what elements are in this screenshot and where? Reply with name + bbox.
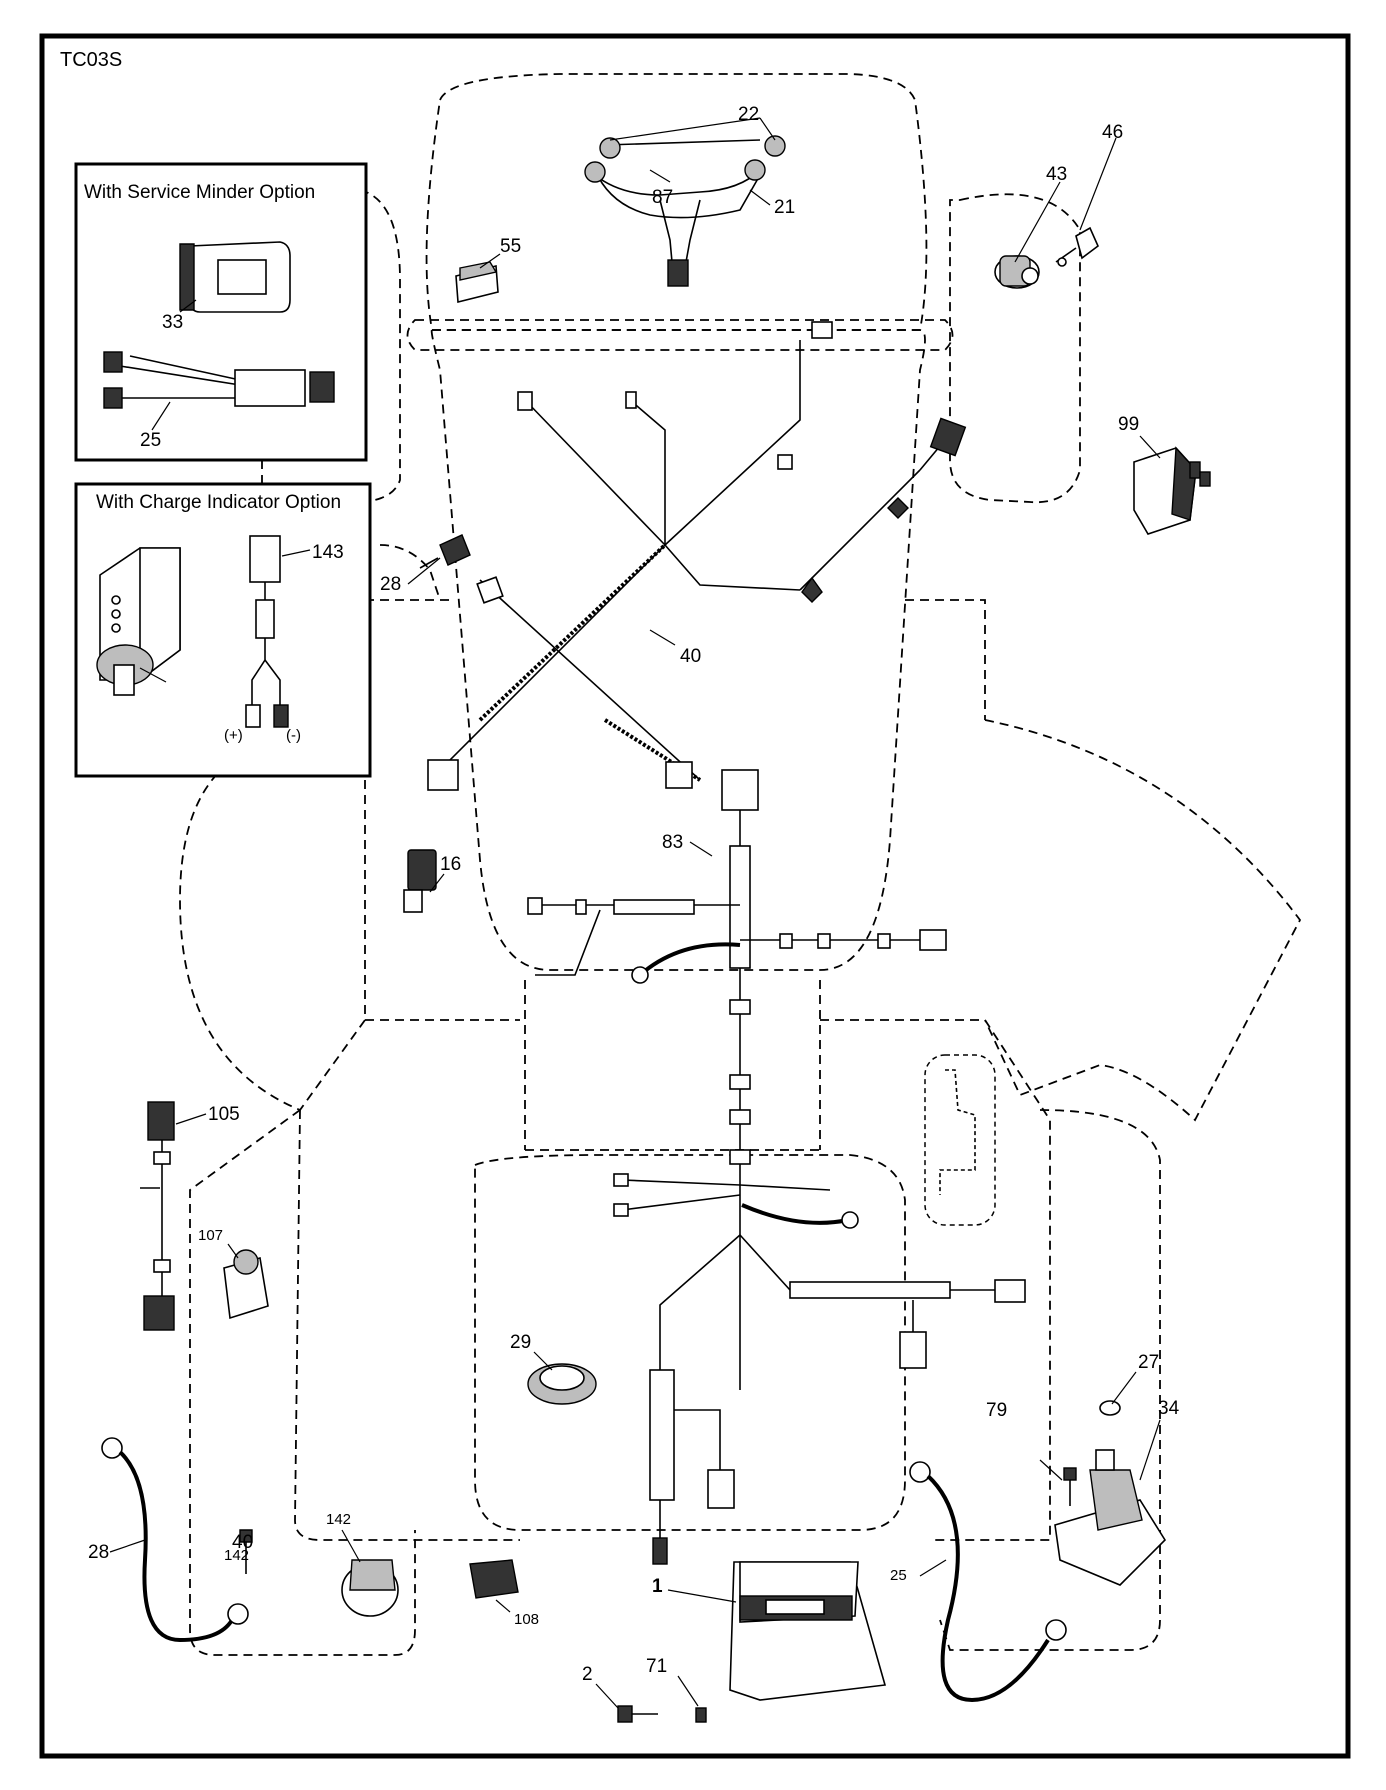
fuse-26 [419,534,471,569]
callout-label: 105 [208,1104,240,1125]
battery-1 [729,1561,887,1701]
callout-label: 143 [312,542,344,563]
starter-solenoid-43 [1054,1400,1167,1586]
callout-label: 28 [88,1542,109,1563]
bolt-2 [617,1705,658,1723]
screw-99 [1063,1467,1077,1506]
callout-label: 27 [1138,1352,1159,1373]
service-minder-title: With Service Minder Option [84,182,315,203]
charge-indicator-gauge [96,547,181,696]
grommet-29 [527,1363,597,1405]
charge-indicator-title: With Charge Indicator Option [96,492,341,513]
callout-label: 83 [662,832,683,853]
ignition-key [1055,226,1099,267]
callout-label: 40 [232,1532,253,1553]
callout-label: 142 [326,1511,351,1528]
switch-16 [403,849,437,913]
callout-label: 108 [514,1611,539,1628]
relay-87 [1133,446,1211,535]
switch-34 [455,261,499,304]
callout-label: 55 [500,236,521,257]
module-107 [469,1559,519,1599]
callout-label: 21 [774,197,795,218]
battery-cable-28 [101,1437,249,1643]
callout-label: 87 [652,187,673,208]
callout-label: 16 [440,854,461,875]
callout-label: 33 [162,312,183,333]
callout-label: 142 [224,1547,249,1564]
positive-terminal-label: (+) [224,727,243,744]
charge-indicator-option-box: With Charge Indicator Option (+) (-) [74,482,372,778]
callout-label: 71 [646,1656,667,1677]
callout-label: 34 [1158,1398,1180,1419]
rear-harness [527,769,1026,1565]
callout-label: 107 [198,1227,223,1244]
service-minder-harness [103,351,335,409]
nut-83 [695,1707,707,1723]
charge-indicator-harness: (+) (-) [224,535,301,744]
callout-label: 28 [380,574,401,595]
callout-label: 25 [140,430,161,451]
battery-cable-25 [909,1461,1067,1703]
callout-label: 1 [652,1576,663,1597]
callout-label: 22 [738,104,759,125]
callout-label: 40 [680,646,701,667]
negative-terminal-label: (-) [286,727,301,744]
ignition-switch [994,255,1040,289]
diagram-code: TC03S [60,49,122,71]
callout-label: 43 [1046,164,1067,185]
callout-label: 2 [582,1664,593,1685]
main-harness [427,321,967,791]
switch-108 [341,1559,399,1617]
chassis-outlines [179,73,1302,1656]
harness-102 [140,1101,175,1331]
solenoid-105 [223,1249,269,1320]
callout-label: 25 [890,1567,907,1584]
service-minder-option-box: With Service Minder Option [74,162,368,462]
headlight-harness [584,135,786,287]
callout-label: 99 [1118,414,1139,435]
diagram-frame [39,33,1351,1759]
callout-label: 29 [510,1332,531,1353]
service-minder-display [179,241,291,313]
callout-label: 79 [986,1400,1007,1421]
callout-label: 46 [1102,122,1123,143]
bolt-55 [239,1529,253,1574]
callout-group: 22 21 87 46 43 55 99 33 25 143 28 40 83 … [88,104,1180,1709]
